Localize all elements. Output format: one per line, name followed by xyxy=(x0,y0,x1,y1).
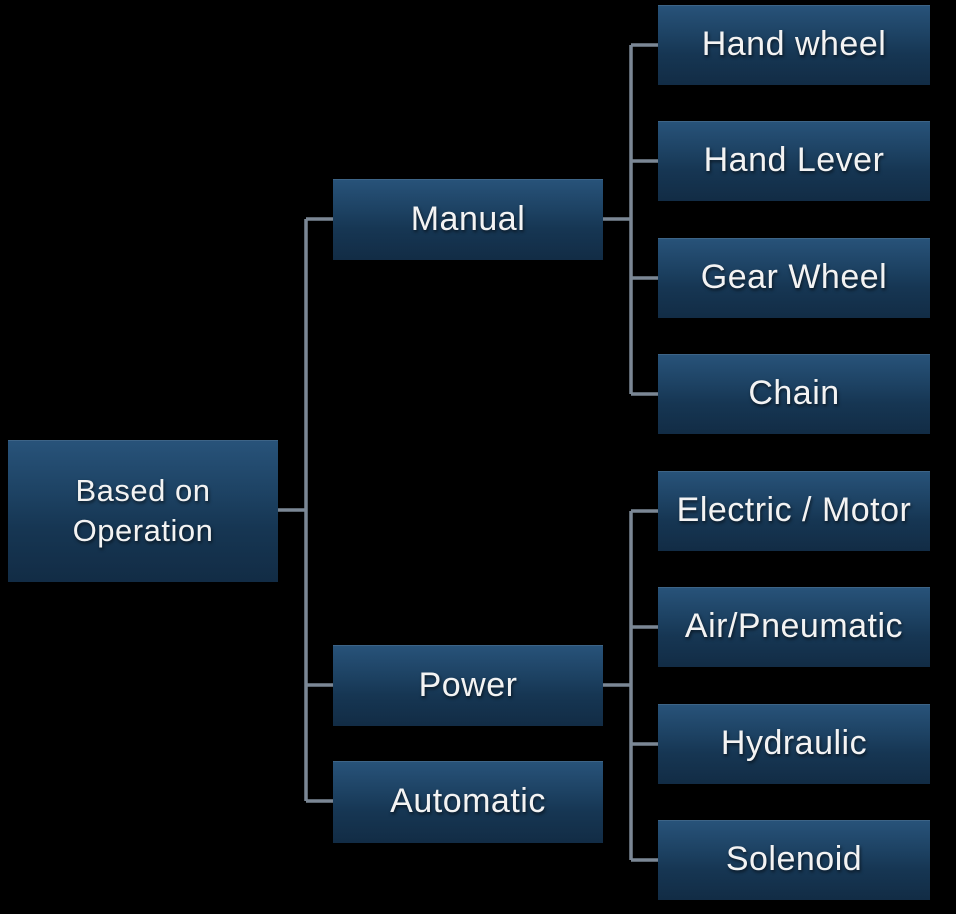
node-solenoid: Solenoid xyxy=(658,820,930,900)
node-hand-wheel: Hand wheel xyxy=(658,5,930,85)
node-chain: Chain xyxy=(658,354,930,434)
node-power: Power xyxy=(333,645,603,726)
node-automatic: Automatic xyxy=(333,761,603,843)
node-hydraulic: Hydraulic xyxy=(658,704,930,784)
node-manual: Manual xyxy=(333,179,603,260)
node-hand-lever: Hand Lever xyxy=(658,121,930,201)
node-based-on-operation: Based on Operation xyxy=(8,440,278,582)
node-electric-motor: Electric / Motor xyxy=(658,471,930,551)
node-gear-wheel: Gear Wheel xyxy=(658,238,930,318)
node-air-pneumatic: Air/Pneumatic xyxy=(658,587,930,667)
